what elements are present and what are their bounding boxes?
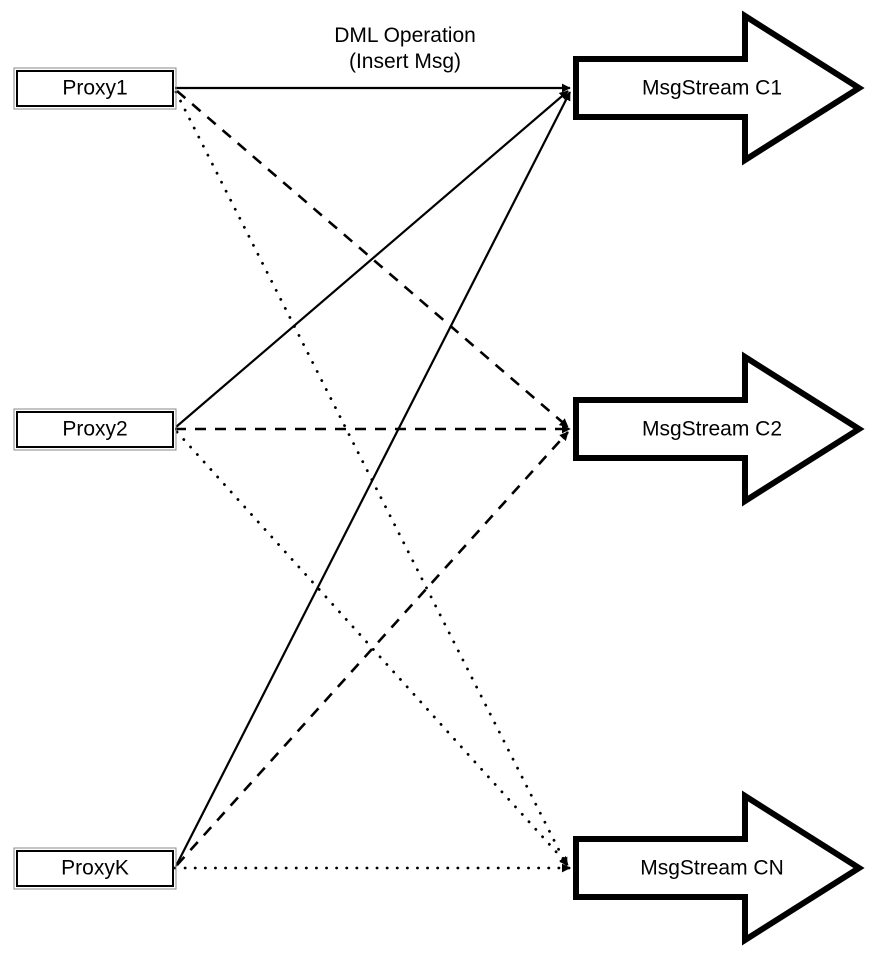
- annotation-line-2: (Insert Msg): [349, 50, 461, 73]
- stream-c1-arrow-shape[interactable]: [573, 10, 865, 166]
- stream-node-c1[interactable]: MsgStream C1: [573, 10, 865, 166]
- proxyk-box-outer: [13, 847, 177, 890]
- annotation-dml-operation: DML Operation (Insert Msg): [334, 24, 476, 73]
- proxyk-label: ProxyK: [61, 857, 129, 880]
- edge-proxy1-to-stream-c2[interactable]: [176, 90, 569, 428]
- edge-proxyk-to-stream-c1[interactable]: [175, 91, 571, 867]
- edge-proxy1-to-stream-cn[interactable]: [174, 90, 569, 868]
- edge-proxy2-to-stream-c1[interactable]: [175, 90, 569, 428]
- proxy1-box-outer: [13, 67, 177, 110]
- stream-cn-label: MsgStream CN: [640, 857, 784, 880]
- stream-c1-label: MsgStream C1: [642, 77, 782, 100]
- stream-cn-arrow-shape[interactable]: [573, 790, 865, 946]
- proxy1-label: Proxy1: [62, 77, 127, 100]
- edge-proxy2-to-stream-cn[interactable]: [175, 430, 570, 867]
- stream-node-c2[interactable]: MsgStream C2: [573, 351, 865, 507]
- edge-layer: [173, 83, 572, 873]
- proxy1-box[interactable]: [16, 70, 174, 107]
- stream-c2-arrow-shape[interactable]: [573, 351, 865, 507]
- proxy-node-proxy2[interactable]: Proxy2: [13, 408, 177, 451]
- edge-proxyk-to-stream-c2[interactable]: [176, 431, 569, 866]
- proxy2-box-outer: [13, 408, 177, 451]
- proxyk-box[interactable]: [16, 850, 174, 887]
- proxy-node-proxyk[interactable]: ProxyK: [13, 847, 177, 890]
- proxy2-label: Proxy2: [62, 418, 127, 441]
- stream-c2-label: MsgStream C2: [642, 418, 782, 441]
- annotation-line-1: DML Operation: [334, 24, 476, 47]
- proxy2-box[interactable]: [16, 411, 174, 448]
- stream-node-cn[interactable]: MsgStream CN: [573, 790, 865, 946]
- proxy-node-proxy1[interactable]: Proxy1: [13, 67, 177, 110]
